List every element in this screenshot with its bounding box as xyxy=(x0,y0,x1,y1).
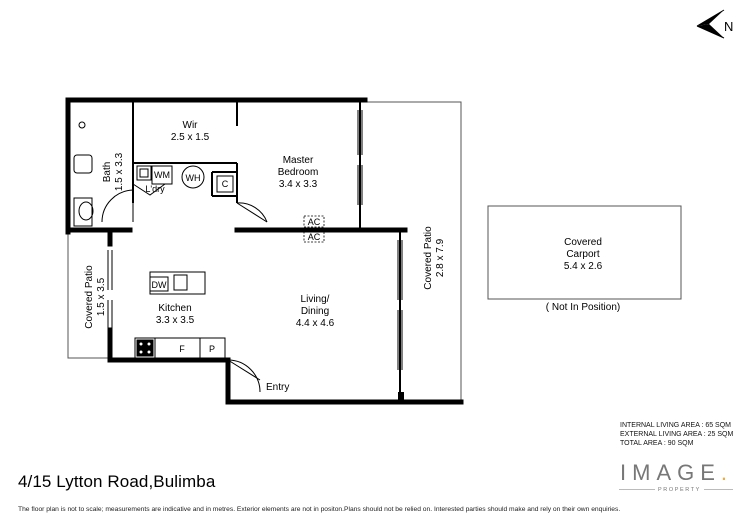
room-size-patio-left: 1.5 x 3.5 xyxy=(96,277,107,316)
fixture-wh: WH xyxy=(186,173,201,183)
windows xyxy=(65,110,403,370)
carport-note: ( Not In Position) xyxy=(546,302,620,313)
room-name-carport: Covered xyxy=(564,237,602,248)
room-name-living-2: Dining xyxy=(301,306,329,317)
fixture-ac-2: AC xyxy=(308,232,321,242)
carport-outline xyxy=(487,205,682,300)
total-area: TOTAL AREA : 90 SQM xyxy=(620,440,694,447)
room-name-master: Master xyxy=(283,155,314,166)
room-name-laundry: L'dry xyxy=(145,184,165,194)
room-name-living: Living/ xyxy=(301,294,330,305)
fixture-c: C xyxy=(222,179,229,189)
room-size-wir: 2.5 x 1.5 xyxy=(171,132,210,143)
fixture-ac-1: AC xyxy=(308,217,321,227)
room-name-kitchen: Kitchen xyxy=(158,303,191,314)
room-name-wir: Wir xyxy=(183,120,199,131)
room-size-bath: 1.5 x 3.3 xyxy=(114,152,125,191)
external-area: EXTERNAL LIVING AREA : 25 SQM xyxy=(620,431,734,438)
fixture-wm: WM xyxy=(154,170,170,180)
bath-fixtures xyxy=(73,121,94,227)
room-size-carport: 5.4 x 2.6 xyxy=(564,261,603,272)
room-name-bath: Bath xyxy=(102,162,113,183)
fixture-dw: DW xyxy=(152,280,167,290)
room-name-patio-left: Covered Patio xyxy=(84,265,95,329)
door-swings xyxy=(101,183,268,393)
internal-area: INTERNAL LIVING AREA : 65 SQM xyxy=(620,422,731,429)
room-size-patio-right: 2.8 x 7.9 xyxy=(435,238,446,277)
kitchen-bench xyxy=(134,337,226,359)
brand-name: IMAGE xyxy=(620,460,721,485)
walls xyxy=(65,97,464,405)
area-summary: INTERNAL LIVING AREA : 65 SQM EXTERNAL L… xyxy=(620,421,733,448)
brand-logo: IMAGE. PROPERTY xyxy=(619,452,739,496)
kitchen-island xyxy=(149,271,206,295)
interior-walls xyxy=(132,100,401,402)
north-arrow-icon: N xyxy=(696,9,733,39)
property-address: 4/15 Lytton Road,Bulimba xyxy=(18,472,216,491)
laundry-fixtures xyxy=(136,165,234,193)
fixture-f: F xyxy=(179,344,185,354)
room-name-entry: Entry xyxy=(266,382,289,393)
wall-stubs xyxy=(398,392,404,402)
compass-label: N xyxy=(724,19,733,34)
room-size-living: 4.4 x 4.6 xyxy=(296,318,335,329)
room-size-master: 3.4 x 3.3 xyxy=(279,179,318,190)
room-name-patio-right: Covered Patio xyxy=(423,226,434,290)
brand-subtitle: PROPERTY xyxy=(655,487,704,493)
disclaimer: The floor plan is not to scale; measurem… xyxy=(18,506,621,513)
room-name-master-2: Bedroom xyxy=(278,167,319,178)
fixture-p: P xyxy=(209,344,215,354)
room-size-kitchen: 3.3 x 3.5 xyxy=(156,315,195,326)
room-name-carport-2: Carport xyxy=(566,249,600,260)
patio-outlines xyxy=(67,101,462,400)
ac-units xyxy=(303,215,325,243)
brand-dot: . xyxy=(720,460,734,485)
